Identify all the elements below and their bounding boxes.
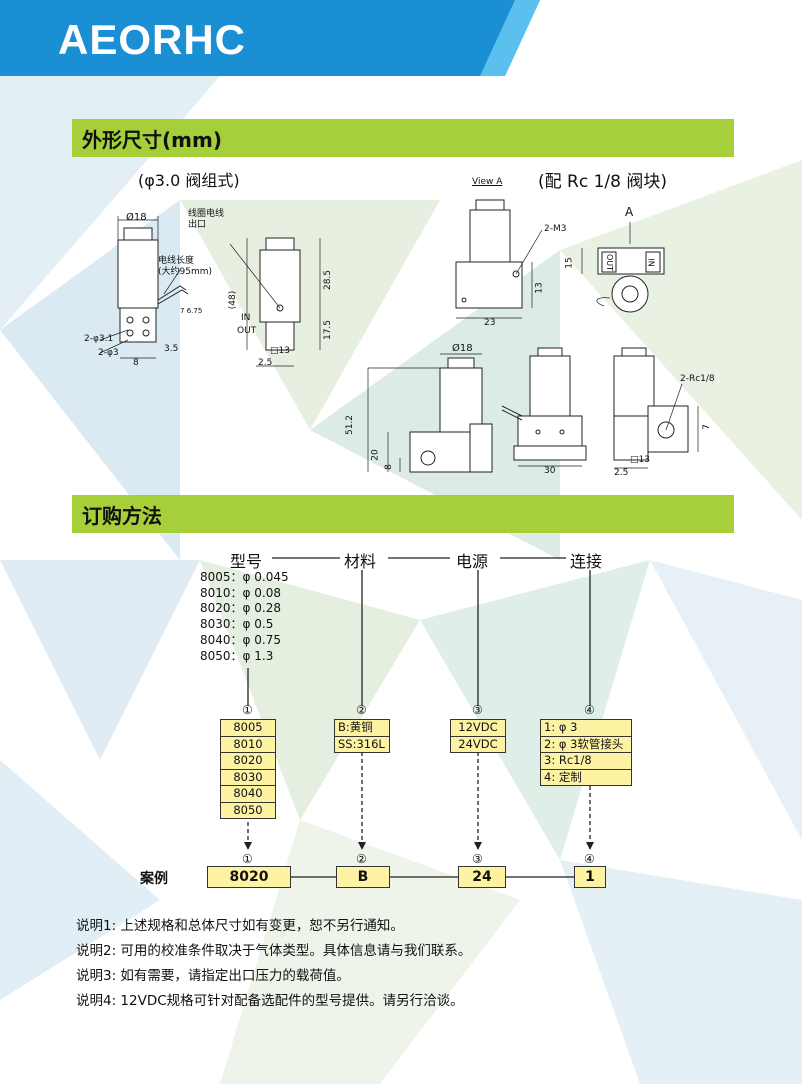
model-spec: 8030：φ 0.5	[200, 617, 274, 632]
dim-2-rc1-8: 2-Rc1/8	[680, 374, 715, 384]
model-option: 8030	[220, 768, 276, 785]
left-caption: (φ3.0 阀组式)	[138, 171, 240, 190]
example-model: 8020	[207, 866, 291, 888]
wire-length-note-2: (大约95mm)	[158, 267, 213, 277]
dim-13: 13	[534, 282, 545, 294]
dim-2-phi-3: 2-φ3	[98, 348, 119, 358]
arrow-a-label: A	[625, 205, 634, 219]
category-power: 电源	[456, 552, 489, 571]
power-options: 12VDC 24VDC	[450, 719, 506, 753]
marker-3: ③	[472, 703, 483, 717]
section-title: 订购方法	[82, 503, 162, 528]
section-dimensions: 外形尺寸(mm)	[72, 119, 734, 157]
model-spec: 8020：φ 0.28	[200, 601, 281, 616]
brand-title: AEORHC	[58, 16, 247, 63]
model-option: 8050	[220, 801, 276, 819]
note-3: 说明3: 如有需要，请指定出口压力的载荷值。	[76, 968, 350, 984]
example-marker-2: ②	[356, 852, 367, 866]
note-4: 说明4: 12VDC规格可针对配备选配件的型号提供。请另行洽谈。	[76, 993, 464, 1009]
dim-square-13-right: □13	[630, 455, 650, 465]
dim-7-right: 7	[701, 424, 712, 430]
dim-2-phi-3-1: 2-φ3.1	[84, 334, 114, 344]
example-power: 24	[458, 866, 506, 888]
out-port-label: OUT	[605, 253, 615, 272]
dim-15: 15	[564, 257, 575, 269]
coil-wire-note-1: 线圈电线	[188, 209, 225, 219]
example-material: B	[336, 866, 390, 888]
category-model: 型号	[230, 552, 263, 571]
connection-option: 3: Rc1/8	[540, 752, 632, 769]
dim-17-5: 17.5	[323, 319, 334, 341]
view-a-label: View A	[472, 177, 503, 187]
header-banner	[0, 0, 540, 76]
model-spec: 8010：φ 0.08	[200, 585, 281, 600]
dim-48: (48)	[228, 290, 239, 310]
example-marker-4: ④	[584, 852, 595, 866]
power-option: 12VDC	[450, 719, 506, 736]
model-option: 8040	[220, 785, 276, 802]
material-option: SS:316L	[334, 735, 390, 753]
dim-2-m3: 2-M3	[544, 224, 567, 234]
material-options: B:黄铜 SS:316L	[334, 719, 390, 753]
marker-1: ①	[242, 703, 253, 717]
model-spec-list: 8005：φ 0.045 8010：φ 0.08 8020：φ 0.28 803…	[200, 570, 289, 664]
dim-2-5-right: 2.5	[614, 468, 629, 478]
connection-option: 4: 定制	[540, 768, 632, 786]
connection-options: 1: φ 3 2: φ 3软管接头 3: Rc1/8 4: 定制	[540, 719, 632, 786]
dim-7-675: 7 6.75	[180, 307, 203, 315]
dim-23: 23	[484, 318, 496, 328]
model-option: 8020	[220, 752, 276, 769]
model-option: 8010	[220, 735, 276, 752]
note-2: 说明2: 可用的校准条件取决于气体类型。具体信息请与我们联系。	[76, 943, 472, 959]
dim-phi-18: Ø18	[452, 343, 473, 354]
dim-diameter-18: Ø18	[126, 212, 147, 223]
dim-30: 30	[544, 466, 556, 476]
note-1: 说明1: 上述规格和总体尺寸如有变更，恕不另行通知。	[76, 918, 404, 934]
dim-8: 8	[133, 358, 139, 368]
model-option: 8005	[220, 719, 276, 736]
marker-4: ④	[584, 703, 595, 717]
power-option: 24VDC	[450, 735, 506, 753]
section-ordering: 订购方法	[72, 495, 734, 533]
material-option: B:黄铜	[334, 719, 390, 736]
right-caption: (配 Rc 1/8 阀块)	[538, 172, 667, 192]
example-connection: 1	[574, 866, 606, 888]
category-material: 材料	[344, 552, 377, 571]
in-port-label: IN	[646, 258, 656, 267]
model-spec: 8040：φ 0.75	[200, 632, 281, 647]
right-bottom-drawing	[367, 347, 699, 473]
wire-length-note-1: 电线长度	[158, 256, 195, 266]
connection-option: 1: φ 3	[540, 719, 632, 736]
dim-28-5: 28.5	[323, 269, 334, 291]
model-options: 8005 8010 8020 8030 8040 8050	[220, 719, 276, 819]
dim-8-right: 8	[383, 464, 394, 470]
category-connection: 连接	[570, 552, 603, 571]
model-spec: 8005：φ 0.045	[200, 570, 289, 584]
dim-2-5: 2.5	[258, 358, 273, 368]
connection-option: 2: φ 3软管接头	[540, 735, 632, 752]
dim-3-5: 3.5	[164, 344, 179, 354]
example-marker-1: ①	[242, 852, 253, 866]
model-spec: 8050：φ 1.3	[200, 648, 274, 663]
right-top-drawing	[455, 199, 665, 319]
example-label: 案例	[140, 871, 168, 887]
dim-20: 20	[370, 449, 381, 461]
coil-wire-note-2: 出口	[188, 220, 207, 230]
out-label: OUT	[237, 326, 257, 336]
dim-51-2: 51.2	[345, 414, 356, 436]
ordering-flow-lines	[244, 557, 594, 878]
example-marker-3: ③	[472, 852, 483, 866]
left-valve-drawing	[99, 216, 321, 367]
section-title: 外形尺寸(mm)	[82, 127, 222, 152]
in-label: IN	[241, 313, 251, 323]
dim-square-13: □13	[270, 346, 290, 356]
marker-2: ②	[356, 703, 367, 717]
